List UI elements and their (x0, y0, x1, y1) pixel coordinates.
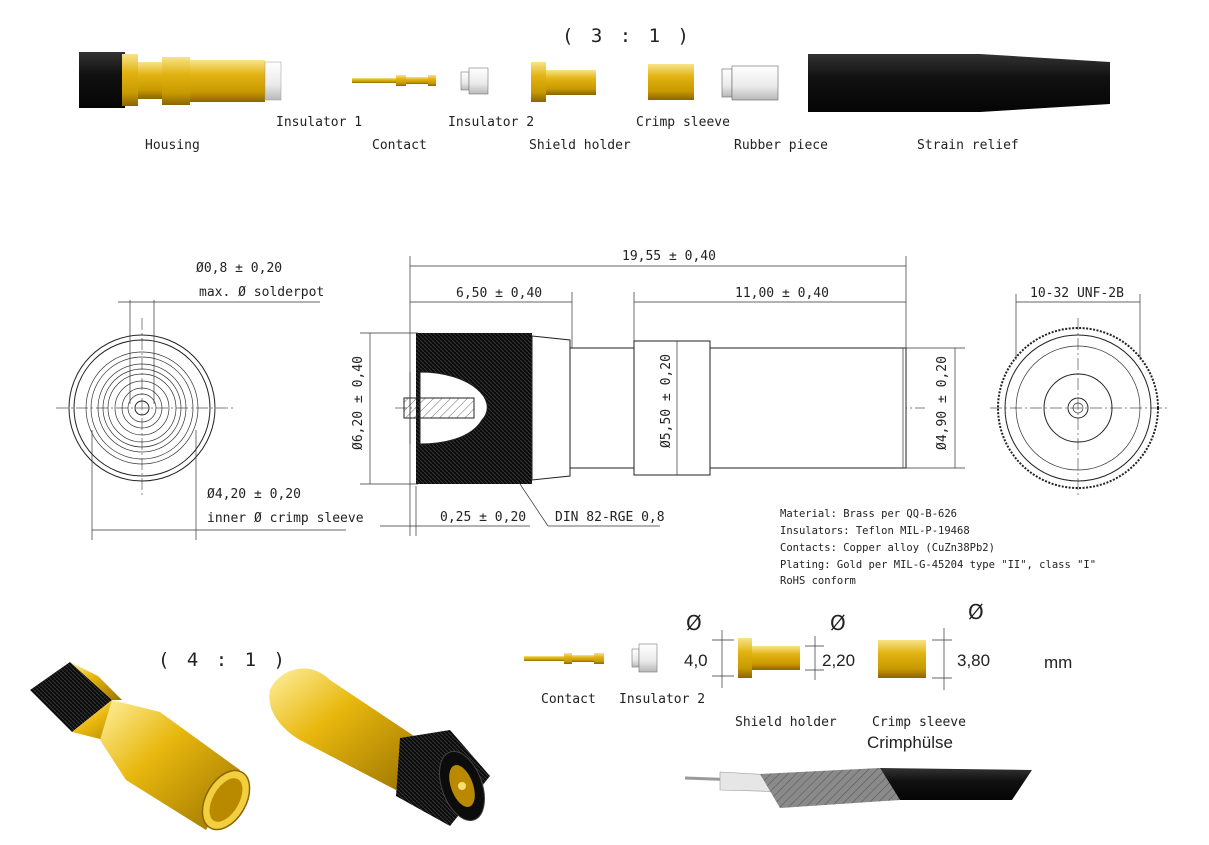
dimension-lines (360, 256, 965, 536)
bottom-contact (524, 653, 604, 664)
note-rohs: RoHS conform (780, 575, 856, 587)
scale-top: ( 3 : 1 ) (562, 25, 692, 47)
label-insulator2: Insulator 2 (448, 115, 534, 130)
crimp-sleeve-part (648, 64, 694, 100)
bottom-label-insulator2: Insulator 2 (619, 692, 705, 707)
bottom-insulator2 (631, 643, 658, 673)
dia-crimp-sleeve: 3,80 (957, 651, 990, 670)
bottom-dim-lines (712, 628, 952, 690)
phi-crimp-sleeve: Ø (968, 600, 984, 624)
dim-overall-length: 19,55 ± 0,40 (622, 249, 716, 264)
dia-insulator2: 4,0 (684, 651, 708, 670)
housing-part (79, 52, 282, 108)
scale-bottom: ( 4 : 1 ) (158, 649, 288, 671)
label-strain-relief: Strain relief (917, 138, 1019, 153)
note-contacts: Contacts: Copper alloy (CuZn38Pb2) (780, 542, 995, 554)
dim-solderpot-label: max. Ø solderpot (199, 285, 324, 300)
dim-rear-length: 11,00 ± 0,40 (735, 286, 829, 301)
bottom-label-crimp-sleeve: Crimp sleeve (872, 715, 966, 730)
connector-3d-front (269, 668, 490, 826)
front-end-view (990, 294, 1170, 498)
note-plating: Plating: Gold per MIL-G-45204 type "II",… (780, 559, 1096, 571)
rubber-piece-part (721, 65, 779, 101)
dim-crimp-label: inner Ø crimp sleeve (207, 511, 364, 526)
dim-crimp-dia: Ø4,20 ± 0,20 (207, 487, 301, 502)
dia-shield-holder: 2,20 (822, 651, 855, 670)
bottom-label-crimphulse: Crimphülse (867, 733, 953, 752)
label-contact: Contact (372, 138, 427, 153)
stripped-cable-image (684, 768, 1032, 808)
strain-relief-part (808, 54, 1110, 112)
dim-thread: 10-32 UNF-2B (1030, 286, 1124, 301)
note-insulators: Insulators: Teflon MIL-P-19468 (780, 525, 970, 537)
dim-front-length: 6,50 ± 0,40 (456, 286, 542, 301)
dim-knurl: DIN 82-RGE 0,8 (555, 510, 665, 525)
label-crimp-sleeve: Crimp sleeve (636, 115, 730, 130)
insulator2-part (460, 67, 489, 95)
dim-body-dia: Ø6,20 ± 0,40 (351, 356, 366, 450)
dim-solderpot-dia: Ø0,8 ± 0,20 (196, 261, 282, 276)
dim-tail-dia: Ø4,90 ± 0,20 (935, 356, 950, 450)
label-rubber-piece: Rubber piece (734, 138, 828, 153)
unit-mm: mm (1044, 653, 1072, 672)
material-notes: Material: Brass per QQ-B-626 Insulators:… (780, 508, 1096, 587)
label-insulator1: Insulator 1 (276, 115, 362, 130)
dim-mid-dia: Ø5,50 ± 0,20 (659, 354, 674, 448)
shield-holder-part (531, 62, 596, 102)
dim-flange: 0,25 ± 0,20 (440, 510, 526, 525)
rear-end-view (56, 300, 346, 540)
bottom-label-contact: Contact (541, 692, 596, 707)
connector-3d-rear (30, 662, 251, 831)
note-material: Material: Brass per QQ-B-626 (780, 508, 957, 520)
bottom-label-shield-holder: Shield holder (735, 715, 837, 730)
contact-part (352, 75, 436, 86)
side-section-view (395, 333, 925, 484)
bottom-shield-holder (738, 638, 800, 678)
label-housing: Housing (145, 138, 200, 153)
phi-shield-holder: Ø (830, 611, 846, 635)
bottom-crimp-sleeve (878, 640, 926, 678)
phi-insulator2: Ø (686, 611, 702, 635)
label-shield-holder: Shield holder (529, 138, 631, 153)
